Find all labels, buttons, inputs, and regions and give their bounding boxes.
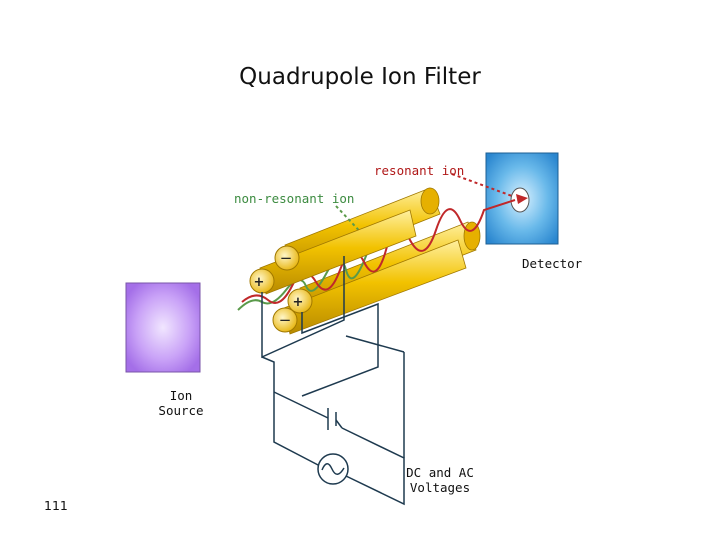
resonant-dashed-pointer [451, 173, 513, 197]
ion-source-label: Ion Source [150, 388, 212, 418]
rod-right-cap [287, 288, 313, 314]
ac-source-icon [317, 453, 349, 485]
rod-right-end [463, 221, 481, 251]
rod-top-end [420, 187, 440, 215]
voltages-label-line2: Voltages [409, 480, 471, 495]
rod-top-cap [274, 245, 300, 271]
voltages-label-line1: DC and AC [406, 465, 474, 480]
rod-bottom-cap [272, 307, 298, 333]
rod-bottom-polarity: − [279, 311, 292, 329]
connector-plane-left [261, 256, 345, 359]
detector-label: Detector [522, 256, 583, 271]
voltages-label: DC and AC Voltages [400, 465, 480, 495]
ion-source-label-line2: Source [158, 403, 204, 418]
non-resonant-ion-label: non-resonant ion [234, 191, 355, 206]
rod-top-polarity: − [280, 249, 293, 267]
ion-source-box [125, 282, 201, 373]
resonant-ion-label: resonant ion [374, 163, 465, 178]
ion-source-label-line1: Ion [169, 388, 193, 403]
slide-title: Quadrupole Ion Filter [239, 64, 481, 90]
dc-source-icon [327, 408, 343, 430]
resonant-ion-path [241, 199, 516, 304]
connector-plane-right [301, 302, 379, 397]
page-number: 111 [44, 498, 68, 513]
rod-left-polarity: + [254, 275, 265, 290]
rod-right-polarity: + [293, 295, 304, 310]
circuit-wiring [261, 335, 405, 506]
resonant-arrow-head [516, 194, 528, 204]
non-resonant-ion-path [237, 231, 393, 311]
